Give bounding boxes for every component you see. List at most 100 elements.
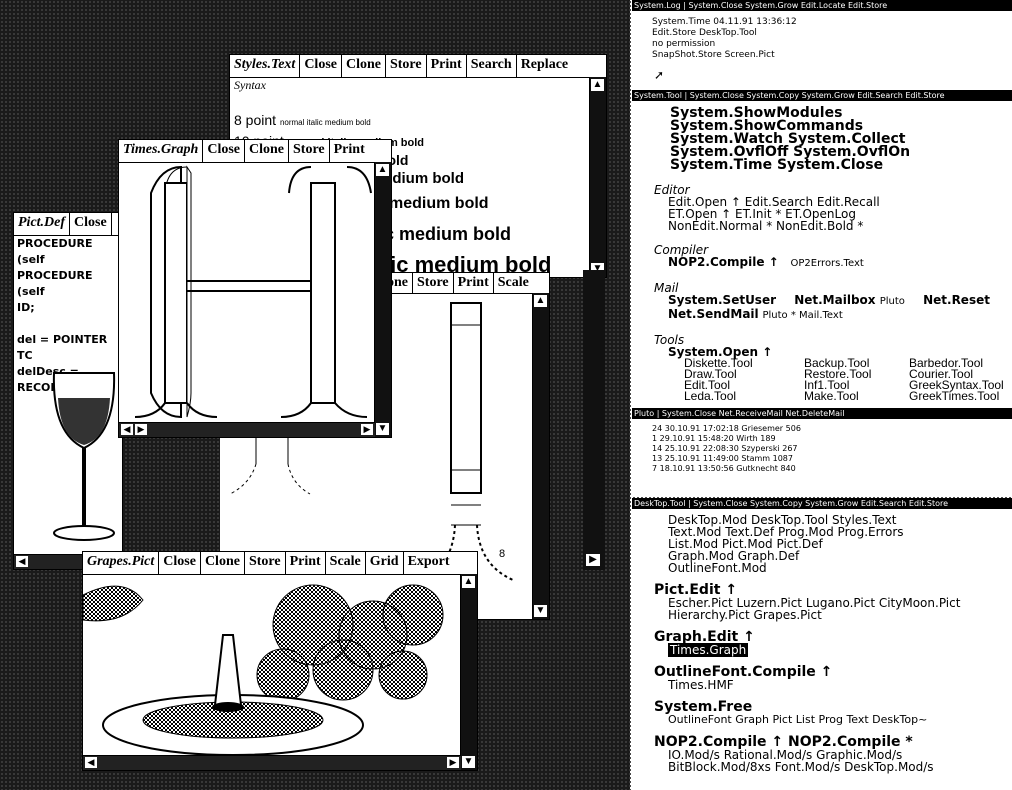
scroll-left-icon[interactable]: ◀ [16,556,28,567]
file-line[interactable]: OutlineFont.Mod [668,561,767,575]
tool-file[interactable]: GreekTimes.Tool [909,389,1000,403]
mailbox-command[interactable]: Net.Mailbox [794,293,876,307]
selected-file[interactable]: Times.Graph [668,643,749,657]
styles-close-button[interactable]: Close [300,55,342,77]
times-store-button[interactable]: Store [289,140,330,162]
scroll-up-icon[interactable]: ▲ [376,164,389,176]
command-line[interactable]: System.Open ↑ [668,345,773,359]
nop2-compile-command[interactable]: NOP2.Compile ↑ NOP2.Compile * [654,734,913,750]
styles-window-name[interactable]: Styles.Text [230,55,301,77]
scroll-right-icon[interactable]: ▶ [361,424,373,435]
pict-def-window-name[interactable]: Pict.Def [14,213,71,235]
command-line[interactable]: System.Watch System.Collect [670,131,906,147]
times-close-button[interactable]: Close [203,140,245,162]
log-title-bar[interactable]: System.Log | System.Close System.Grow Ed… [632,0,1012,11]
tool-file[interactable]: Draw.Tool [684,367,737,381]
mail-list[interactable]: 24 30.10.91 17:02:18 Griesemer 506 1 29.… [632,419,1012,474]
file-line[interactable]: Hierarchy.Pict Grapes.Pict [668,608,822,622]
log-text[interactable]: System.Time 04.11.91 13:36:12 Edit.Store… [632,11,1012,61]
scroll-down-icon[interactable]: ▼ [462,756,475,768]
command-line[interactable]: System.OvflOff System.OvflOn [670,144,911,160]
scroll-left-icon[interactable]: ◀ [85,757,97,768]
command-line[interactable]: NonEdit.Normal * NonEdit.Bold * [668,219,864,233]
command-line[interactable]: Edit.Open ↑ Edit.Search Edit.Recall [668,195,880,209]
compiler-argument[interactable]: OP2Errors.Text [790,258,864,269]
times-graph-window[interactable]: Times.Graph Close Clone Store Print ▲ ▼ … [118,139,392,438]
tool-file[interactable]: Barbedor.Tool [909,356,984,370]
pict-def-close-button[interactable]: Close [70,213,112,235]
file-line[interactable]: Times.Graph [632,643,1012,657]
file-line[interactable]: Times.HMF [668,678,734,692]
tool-file[interactable]: Courier.Tool [909,367,974,381]
tool-file[interactable]: GreekSyntax.Tool [909,378,1004,392]
grapes-hscroll[interactable]: ◀ ▶ [83,755,461,770]
command-line[interactable]: System.Time System.Close [670,157,884,173]
outline-compile-command[interactable]: OutlineFont.Compile ↑ [654,664,833,680]
times-clone-button[interactable]: Clone [245,140,289,162]
file-line[interactable]: IO.Mod/s Rational.Mod/s Graphic.Mod/s [668,748,903,762]
command-line[interactable]: System.ShowCommands [670,118,864,134]
send-mail-argument[interactable]: Pluto * Mail.Text [762,310,843,321]
send-mail-command[interactable]: Net.SendMail [668,307,759,321]
command-line[interactable]: Net.SendMail Pluto * Mail.Text [632,308,1012,322]
times-vscroll[interactable]: ▲ ▼ [374,162,391,437]
set-user-command[interactable]: System.SetUser [668,293,777,307]
scroll-up-icon[interactable]: ▲ [591,79,604,91]
times-window-name[interactable]: Times.Graph [119,140,204,162]
graph-vscroll[interactable]: ▲ ▼ [532,293,549,619]
tool-file[interactable]: Restore.Tool [804,367,872,381]
styles-search-button[interactable]: Search [467,55,517,77]
file-line[interactable]: Escher.Pict Luzern.Pict Lugano.Pict City… [668,596,961,610]
graph-scale-button[interactable]: Scale [497,275,529,290]
tool-file[interactable]: Diskette.Tool [684,356,753,370]
reset-command[interactable]: Net.Reset [923,293,990,307]
mailbox-argument[interactable]: Pluto [879,296,905,307]
system-free-command[interactable]: System.Free [654,699,753,715]
times-print-button[interactable]: Print [333,142,365,157]
mail-title-bar[interactable]: Pluto | System.Close Net.ReceiveMail Net… [632,408,1012,419]
pict-def-window[interactable]: Pict.Def Close PROCEDURE (self PROCEDURE… [13,212,123,570]
file-line[interactable]: List.Mod Pict.Mod Pict.Def [668,537,823,551]
command-line[interactable]: NOP2.Compile ↑ OP2Errors.Text [632,256,1012,270]
graph-print-button[interactable]: Print [454,273,494,293]
graph-edit-command[interactable]: Graph.Edit ↑ [654,629,755,645]
grapes-export-button[interactable]: Export [407,554,450,569]
system-log-viewer[interactable]: System.Log | System.Close System.Grow Ed… [632,0,1012,90]
grapes-window-name[interactable]: Grapes.Pict [83,552,160,574]
scroll-up-icon[interactable]: ▲ [534,295,547,307]
grapes-grid-button[interactable]: Grid [366,552,404,574]
command-line[interactable]: System.SetUser Net.Mailbox Pluto Net.Res… [632,294,1012,308]
file-line[interactable]: Text.Mod Text.Def Prog.Mod Prog.Errors [668,525,904,539]
mail-item[interactable]: 14 25.10.91 22:08:30 Szyperski 267 [652,444,798,453]
styles-clone-button[interactable]: Clone [342,55,386,77]
mail-item[interactable]: 24 30.10.91 17:02:18 Griesemer 506 [652,424,801,433]
grapes-scale-button[interactable]: Scale [326,552,366,574]
file-line[interactable]: OutlineFont Graph Pict List Prog Text De… [668,713,928,726]
mail-viewer[interactable]: Pluto | System.Close Net.ReceiveMail Net… [632,408,1012,496]
file-line[interactable]: DeskTop.Mod DeskTop.Tool Styles.Text [668,513,897,527]
tool-file[interactable]: Edit.Tool [684,378,731,392]
styles-vscroll[interactable]: ▲ ▼ [589,77,606,277]
file-line[interactable]: BitBlock.Mod/8xs Font.Mod/s DeskTop.Mod/… [668,760,934,774]
styles-replace-button[interactable]: Replace [520,57,569,72]
styles-store-button[interactable]: Store [386,55,427,77]
grapes-store-button[interactable]: Store [245,552,286,574]
scroll-down-icon[interactable]: ▼ [376,423,389,435]
desktop-tool-viewer[interactable]: DeskTop.Tool | System.Close System.Copy … [632,498,1012,790]
tool-file[interactable]: Backup.Tool [804,356,870,370]
graph-store-button[interactable]: Store [413,273,454,293]
grapes-clone-button[interactable]: Clone [201,552,245,574]
command-line[interactable]: System.ShowModules [670,105,843,121]
mail-item[interactable]: 13 25.10.91 11:49:00 Stamm 1087 [652,454,793,463]
command-line[interactable]: ET.Open ↑ ET.Init * ET.OpenLog [668,207,856,221]
grapes-print-button[interactable]: Print [286,552,326,574]
mail-item[interactable]: 7 18.10.91 13:50:56 Gutknecht 840 [652,464,796,473]
tool-file[interactable]: Inf1.Tool [804,378,850,392]
scroll-right-icon[interactable]: ▶ [447,757,459,768]
scroll-left-icon[interactable]: ◀ [121,424,133,435]
pict-edit-command[interactable]: Pict.Edit ↑ [654,582,738,598]
graph-clone-button[interactable]: one [383,273,413,293]
scroll-right-icon[interactable]: ▶ [135,424,147,435]
system-tool-viewer[interactable]: System.Tool | System.Close System.Copy S… [632,90,1012,408]
scroll-right-icon[interactable]: ▶ [586,554,600,566]
